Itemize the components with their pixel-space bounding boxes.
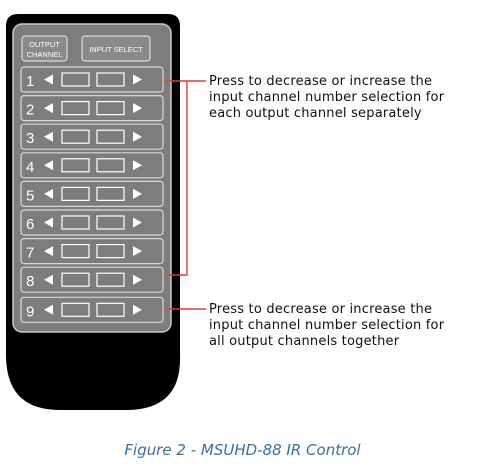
input-select-button-left[interactable] xyxy=(61,129,90,144)
annotation-individual: Press to decrease or increase the input … xyxy=(209,74,479,122)
input-select-button-right[interactable] xyxy=(96,302,125,317)
decrease-arrow-icon[interactable] xyxy=(44,274,53,285)
channel-rows: 1 2 3 4 5 6 7 8 9 xyxy=(20,66,164,323)
channel-row-frame xyxy=(20,266,164,293)
annotation-individual-line-2: input channel number selection for xyxy=(209,90,445,105)
input-select-header-box xyxy=(81,35,151,62)
increase-arrow-icon[interactable] xyxy=(133,274,142,285)
callout-bracket-individual xyxy=(166,80,188,276)
channel-number: 7 xyxy=(26,245,34,262)
increase-arrow-icon[interactable] xyxy=(133,160,142,171)
input-select-button-left[interactable] xyxy=(61,158,90,173)
channel-row-frame xyxy=(20,209,164,236)
input-select-button-left[interactable] xyxy=(61,302,90,317)
channel-number: 6 xyxy=(26,216,34,233)
input-select-button-left[interactable] xyxy=(61,244,90,259)
decrease-arrow-icon[interactable] xyxy=(44,103,53,114)
channel-row-frame xyxy=(20,66,164,93)
input-select-button-right[interactable] xyxy=(96,158,125,173)
input-select-button-right[interactable] xyxy=(96,72,125,87)
figure-caption: Figure 2 - MSUHD-88 IR Control xyxy=(124,441,361,459)
input-select-button-right[interactable] xyxy=(96,186,125,201)
input-select-button-right[interactable] xyxy=(96,244,125,259)
output-channel-header-box xyxy=(21,35,68,62)
decrease-arrow-icon[interactable] xyxy=(44,160,53,171)
channel-row-3: 3 xyxy=(20,123,164,150)
channel-row-7: 7 xyxy=(20,238,164,265)
channel-number: 9 xyxy=(26,303,34,320)
channel-row-frame xyxy=(20,123,164,150)
input-select-button-left[interactable] xyxy=(61,72,90,87)
channel-number: 2 xyxy=(26,102,34,119)
input-select-button-right[interactable] xyxy=(96,129,125,144)
channel-row-frame xyxy=(20,180,164,207)
channel-number: 3 xyxy=(26,130,34,147)
decrease-arrow-icon[interactable] xyxy=(44,131,53,142)
channel-row-frame xyxy=(20,152,164,179)
channel-row-2: 2 xyxy=(20,94,164,122)
input-select-button-left[interactable] xyxy=(61,215,90,230)
increase-arrow-icon[interactable] xyxy=(133,131,142,142)
channel-number: 5 xyxy=(26,187,34,204)
channel-row-frame xyxy=(20,238,164,265)
increase-arrow-icon[interactable] xyxy=(133,103,142,114)
channel-row-6: 6 xyxy=(20,209,164,236)
annotation-all: Press to decrease or increase the input … xyxy=(209,302,479,350)
decrease-arrow-icon[interactable] xyxy=(44,74,53,85)
increase-arrow-icon[interactable] xyxy=(133,74,142,85)
channel-row-5: 5 xyxy=(20,180,164,207)
annotation-individual-line-1: Press to decrease or increase the xyxy=(209,74,433,89)
decrease-arrow-icon[interactable] xyxy=(44,246,53,257)
output-channel-label-line2: CHANNEL xyxy=(27,50,63,59)
channel-row-4: 4 xyxy=(20,152,164,179)
channel-row-frame xyxy=(20,94,164,122)
increase-arrow-icon[interactable] xyxy=(133,304,142,315)
channel-row-1: 1 xyxy=(20,66,164,93)
increase-arrow-icon[interactable] xyxy=(133,188,142,199)
decrease-arrow-icon[interactable] xyxy=(44,304,53,315)
increase-arrow-icon[interactable] xyxy=(133,246,142,257)
input-select-button-right[interactable] xyxy=(96,215,125,230)
output-channel-label-line1: OUTPUT xyxy=(29,40,60,49)
decrease-arrow-icon[interactable] xyxy=(44,188,53,199)
annotation-all-line-1: Press to decrease or increase the xyxy=(209,302,433,317)
decrease-arrow-icon[interactable] xyxy=(44,217,53,228)
channel-number: 1 xyxy=(26,73,34,90)
input-select-label: INPUT SELECT xyxy=(89,45,143,54)
channel-row-frame xyxy=(20,296,164,323)
channel-number: 8 xyxy=(26,273,34,290)
annotation-all-line-2: input channel number selection for xyxy=(209,318,445,333)
input-select-button-right[interactable] xyxy=(96,100,125,116)
channel-row-9: 9 xyxy=(20,296,164,323)
channel-number: 4 xyxy=(26,159,34,176)
input-select-button-right[interactable] xyxy=(96,272,125,287)
annotation-individual-line-3: each output channel separately xyxy=(209,106,422,121)
annotation-all-line-3: all output channels together xyxy=(209,334,400,349)
input-select-button-left[interactable] xyxy=(61,272,90,287)
input-select-button-left[interactable] xyxy=(61,100,90,116)
input-select-button-left[interactable] xyxy=(61,186,90,201)
increase-arrow-icon[interactable] xyxy=(133,217,142,228)
channel-row-8: 8 xyxy=(20,266,164,293)
